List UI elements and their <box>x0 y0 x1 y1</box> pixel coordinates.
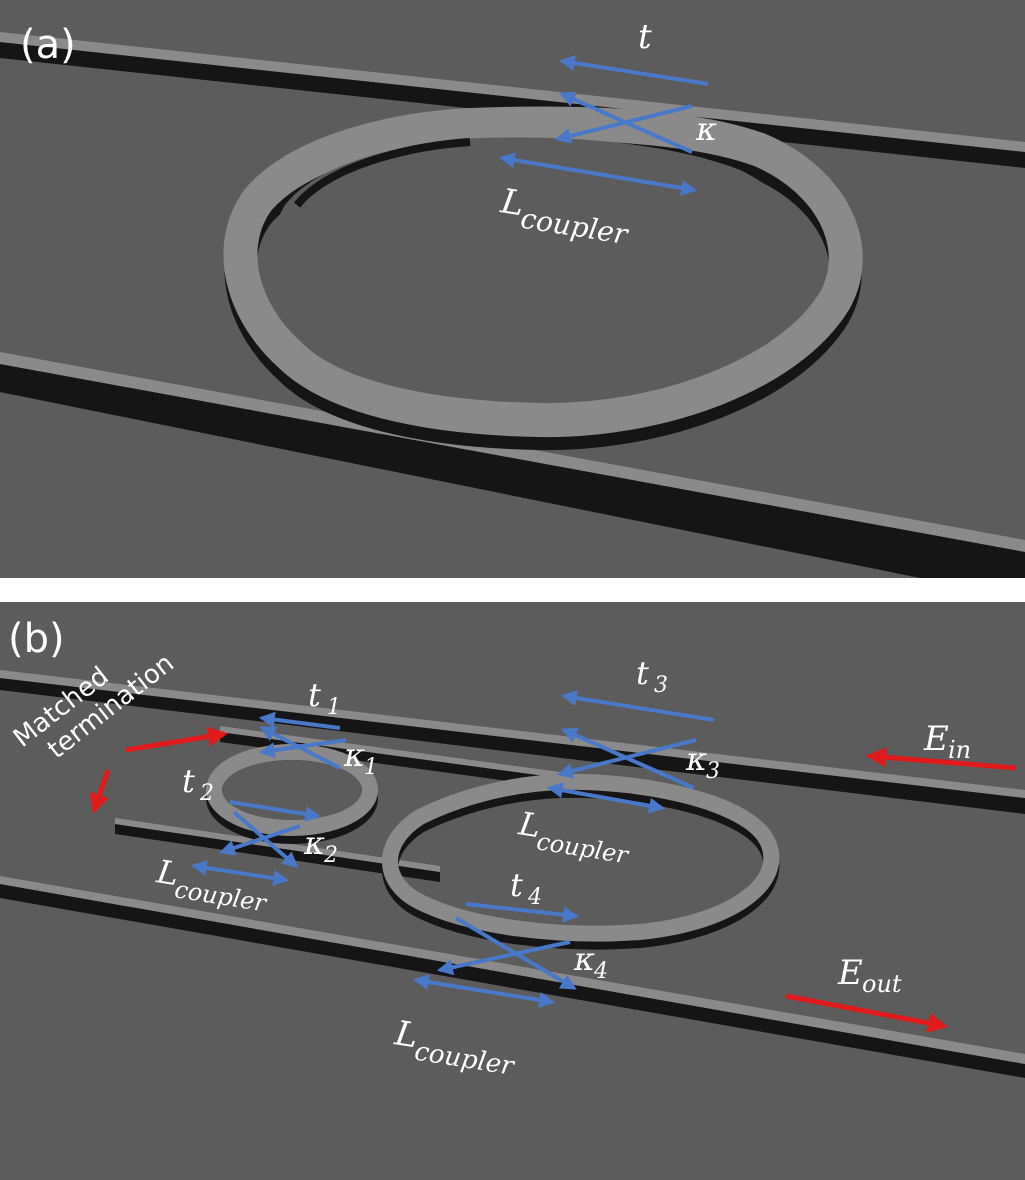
t3-main: t <box>636 654 649 692</box>
termination-waveguide-bottom <box>115 818 440 882</box>
arrow-termination-1 <box>125 726 228 753</box>
kappa-label: κ <box>695 110 717 148</box>
t2-sub: 2 <box>199 781 214 806</box>
large-ring <box>382 773 780 950</box>
arrow-kappa3-b <box>556 738 697 779</box>
e-out-main: E <box>837 953 863 993</box>
panel-b: (b) Matched termination t 1 κ 1 t 2 κ 2 … <box>0 602 1025 1180</box>
arrow-e-out <box>785 993 948 1033</box>
arrow-kappa1-b <box>258 738 347 759</box>
t1-main: t <box>308 676 321 714</box>
arrow-termination-2 <box>89 769 111 814</box>
arrow-l-coupler-4 <box>412 974 556 1008</box>
arrow-t <box>558 55 709 86</box>
panel-b-diagram: (b) Matched termination t 1 κ 1 t 2 κ 2 … <box>0 602 1025 1180</box>
t3-sub: 3 <box>654 673 668 698</box>
signal-arrows <box>89 726 1017 1033</box>
kappa1-main: κ <box>343 736 365 774</box>
arrow-l-coupler-3 <box>546 782 666 814</box>
coupling-arrows-b <box>190 690 715 1008</box>
panel-a-diagram: (a) t κ L coupler <box>0 0 1025 578</box>
arrow-e-in <box>866 747 1017 771</box>
arrow-t2 <box>229 800 322 822</box>
kappa2-main: κ <box>303 824 325 862</box>
arrow-l-coupler-2 <box>190 860 290 886</box>
ring-resonator <box>223 106 863 451</box>
t4-sub: 4 <box>527 885 542 910</box>
e-in-main: E <box>923 719 949 759</box>
t2-main: t <box>182 762 195 800</box>
kappa3-main: κ <box>685 740 707 778</box>
t4-main: t <box>510 866 523 904</box>
arrow-kappa4-b <box>436 940 571 976</box>
kappa2-sub: 2 <box>323 843 338 868</box>
panel-b-label: (b) <box>8 616 65 662</box>
coupling-arrows-a <box>498 55 709 196</box>
kappa4-sub: 4 <box>593 959 608 984</box>
panel-a: (a) t κ L coupler <box>0 0 1025 578</box>
arrow-t1 <box>258 711 341 730</box>
panel-a-label: (a) <box>20 22 76 68</box>
arrow-l-coupler <box>498 152 698 196</box>
bus-waveguide-top-b <box>0 670 1025 814</box>
t-label: t <box>638 17 652 57</box>
kappa4-main: κ <box>573 940 595 978</box>
arrow-kappa2-b <box>218 824 301 856</box>
e-in-sub: in <box>948 736 971 764</box>
kappa1-sub: 1 <box>364 755 378 780</box>
arrow-kappa-2 <box>554 104 693 144</box>
arrow-t4 <box>465 902 580 923</box>
e-out-sub: out <box>862 970 902 998</box>
arrow-t3 <box>560 690 715 722</box>
kappa3-sub: 3 <box>706 759 720 784</box>
bus-waveguide-bottom <box>0 352 1025 578</box>
arrow-kappa3-a <box>561 727 695 790</box>
t1-sub: 1 <box>327 695 341 720</box>
